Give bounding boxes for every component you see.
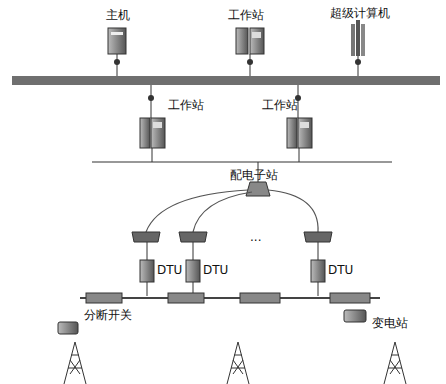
- substation-label: 变电站: [372, 316, 408, 330]
- dtu-label: DTU: [157, 263, 182, 277]
- workstation-label: 工作站: [168, 98, 204, 112]
- dtu-label: DTU: [203, 263, 228, 277]
- dtu-label: DTU: [328, 263, 353, 277]
- workstation-label: 工作站: [228, 8, 264, 22]
- substation-label: 配电子站: [230, 168, 278, 182]
- ellipsis-label: ...: [250, 230, 261, 244]
- supercomputer-label: 超级计算机: [330, 6, 390, 20]
- workstation-label: 工作站: [262, 98, 298, 112]
- host-label: 主机: [106, 8, 130, 22]
- switch-label: 分断开关: [84, 308, 132, 322]
